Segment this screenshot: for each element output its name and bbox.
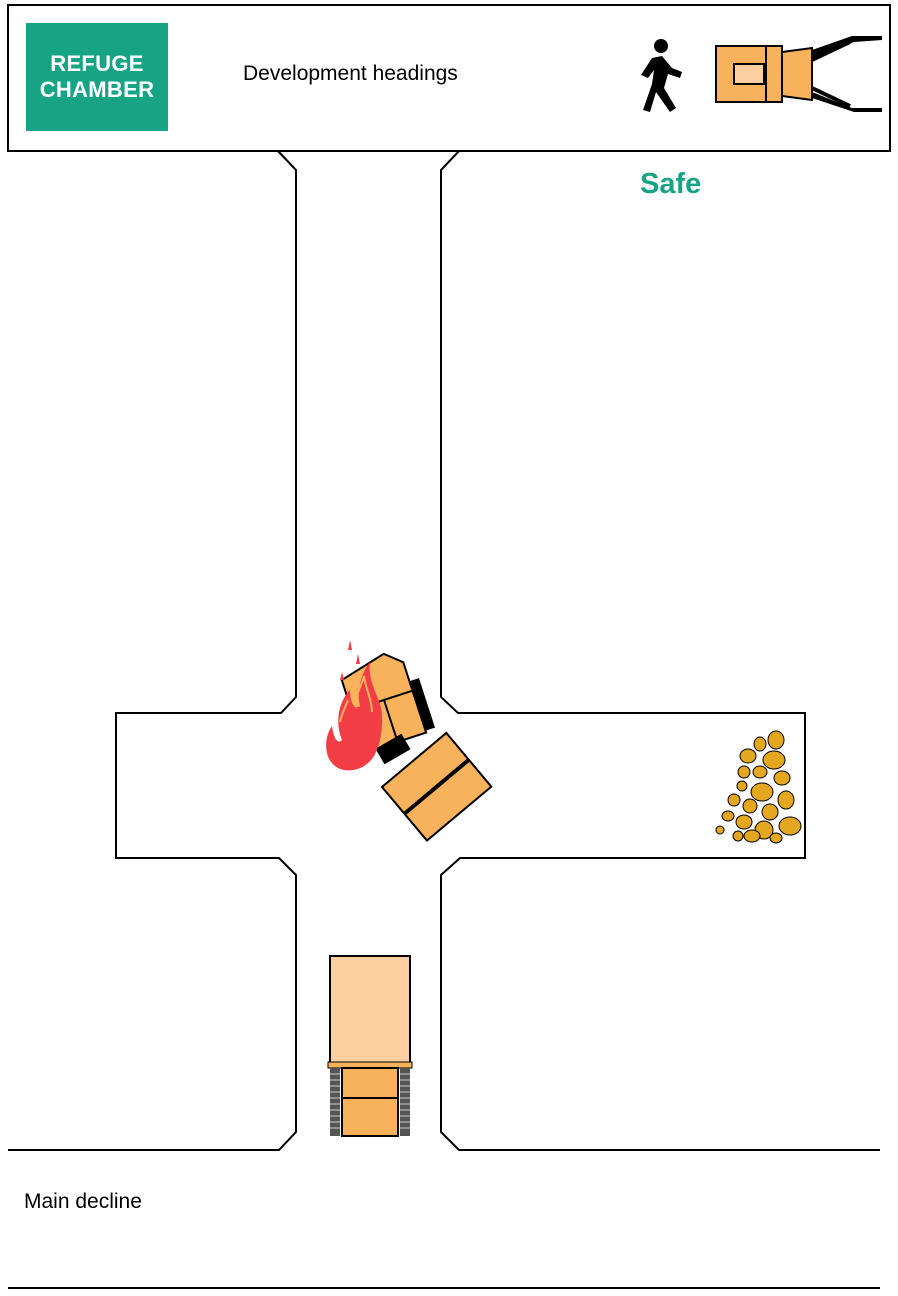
refuge-chamber-line1: REFUGE bbox=[50, 51, 143, 77]
safe-label: Safe bbox=[640, 168, 701, 201]
wall-upper-right bbox=[441, 151, 880, 1150]
refuge-chamber-badge: REFUGE CHAMBER bbox=[26, 23, 168, 131]
vehicle-lower bbox=[328, 956, 412, 1136]
main-decline-label: Main decline bbox=[24, 1190, 142, 1214]
development-headings-label: Development headings bbox=[243, 62, 458, 86]
rock-fall-icon bbox=[716, 731, 801, 843]
tunnel-walls bbox=[8, 151, 880, 1288]
refuge-chamber-line2: CHAMBER bbox=[40, 77, 155, 103]
wall-upper-left bbox=[8, 151, 296, 1150]
